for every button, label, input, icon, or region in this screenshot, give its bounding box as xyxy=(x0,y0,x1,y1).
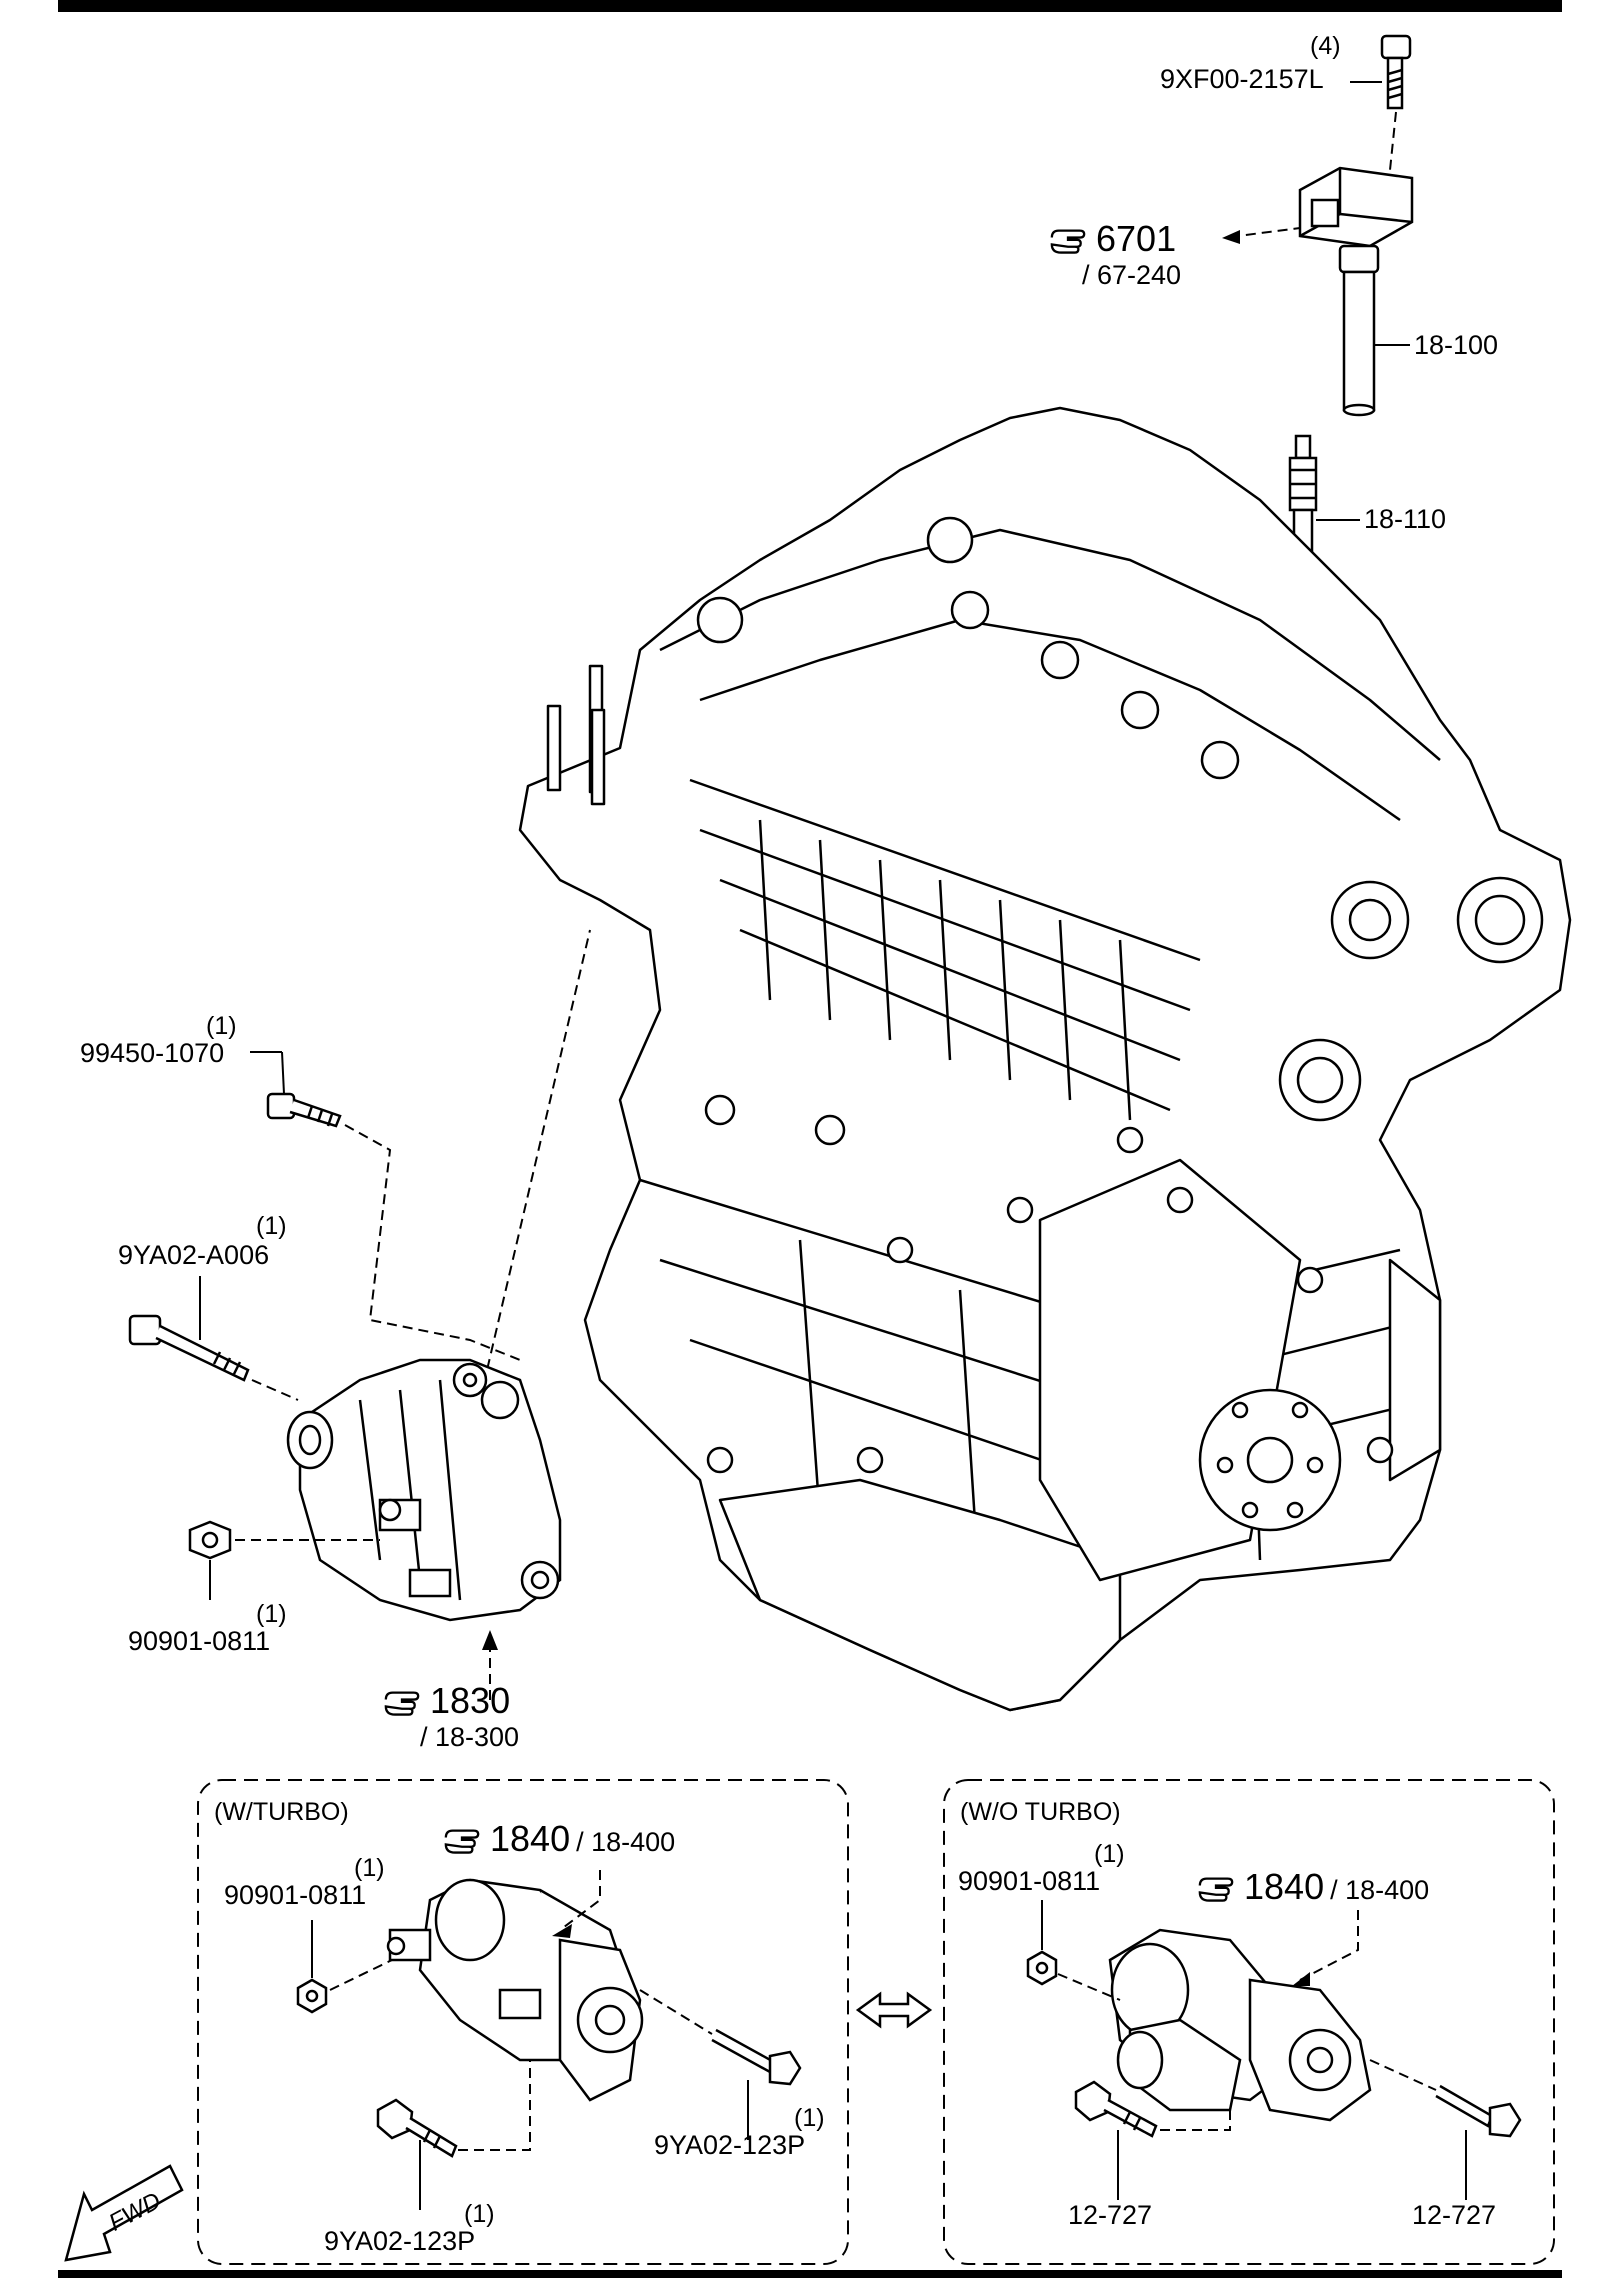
noturbo-box xyxy=(943,1779,1555,2265)
turbo-box-title: (W/TURBO) xyxy=(214,1798,349,1826)
turbo-nut-qty: (1) xyxy=(354,1854,385,1882)
alternator-page[interactable]: / 18-300 xyxy=(420,1722,520,1752)
pointing-hand-icon xyxy=(444,1829,480,1855)
alt-nut-qty: (1) xyxy=(256,1600,287,1628)
turbo-box xyxy=(197,1779,849,2265)
turbo-starter-drawing xyxy=(386,1878,644,2102)
turbo-bolt-right-drawing xyxy=(711,2028,802,2086)
coil-bolt-drawing xyxy=(1380,34,1412,110)
alt-long-bolt-part-number[interactable]: 9YA02-A006 xyxy=(118,1240,270,1270)
turbo-starter-ref[interactable]: 1840/ 18-400 xyxy=(440,1818,675,1860)
noturbo-starter-ref[interactable]: 1840/ 18-400 xyxy=(1194,1866,1429,1908)
alt-nut-drawing xyxy=(188,1520,232,1560)
fwd-arrow-icon xyxy=(64,2164,184,2262)
alternator-drawing xyxy=(286,1358,562,1622)
turbo-bolt-bottom-qty: (1) xyxy=(464,2200,495,2228)
pointing-hand-icon xyxy=(1050,229,1086,255)
pointing-hand-icon xyxy=(384,1691,420,1717)
bottom-border xyxy=(58,2270,1562,2278)
noturbo-nut-qty: (1) xyxy=(1094,1840,1125,1868)
noturbo-bolt-left-part-number[interactable]: 12-727 xyxy=(1068,2200,1153,2230)
top-border xyxy=(58,0,1562,12)
engine-block-drawing xyxy=(518,406,1572,1712)
turbo-bolt-right-part-number[interactable]: 9YA02-123P xyxy=(654,2130,806,2160)
alt-upper-bolt-drawing xyxy=(266,1092,342,1128)
ignition-coil-part-number[interactable]: 18-100 xyxy=(1414,330,1499,360)
noturbo-starter-drawing xyxy=(1108,1928,1372,2122)
coil-connector-ref[interactable]: 6701 xyxy=(1046,218,1176,260)
interchange-double-arrow-icon xyxy=(855,1991,933,2029)
alt-long-bolt-drawing xyxy=(128,1314,250,1382)
noturbo-bolt-right-drawing xyxy=(1435,2084,1522,2138)
turbo-bolt-bottom-drawing xyxy=(376,2098,458,2158)
spark-plug-part-number[interactable]: 18-110 xyxy=(1364,504,1447,534)
pointing-hand-icon xyxy=(1198,1877,1234,1903)
coil-connector-group: 6701 xyxy=(1096,218,1177,259)
coil-connector-page[interactable]: / 67-240 xyxy=(1082,260,1182,290)
turbo-bolt-bottom-part-number[interactable]: 9YA02-123P xyxy=(324,2226,476,2256)
turbo-nut-drawing xyxy=(296,1978,328,2014)
turbo-starter-group: 1840 xyxy=(490,1818,571,1859)
ignition-coil-drawing xyxy=(1298,166,1414,417)
noturbo-bolt-left-drawing xyxy=(1074,2080,1158,2138)
noturbo-bolt-right-part-number[interactable]: 12-727 xyxy=(1412,2200,1497,2230)
turbo-bolt-right-qty: (1) xyxy=(794,2104,825,2132)
noturbo-box-title: (W/O TURBO) xyxy=(960,1798,1121,1826)
noturbo-nut-part-number[interactable]: 90901-0811 xyxy=(958,1866,1101,1896)
alt-long-bolt-qty: (1) xyxy=(256,1212,287,1240)
turbo-nut-part-number[interactable]: 90901-0811 xyxy=(224,1880,367,1910)
coil-bolt-part-number[interactable]: 9XF00-2157L xyxy=(1160,64,1324,94)
alt-nut-part-number[interactable]: 90901-0811 xyxy=(128,1626,271,1656)
alt-upper-bolt-qty: (1) xyxy=(206,1012,237,1040)
alternator-group: 1830 xyxy=(430,1680,511,1721)
turbo-starter-page: / 18-400 xyxy=(576,1827,676,1857)
noturbo-nut-drawing xyxy=(1026,1950,1058,1986)
noturbo-starter-page: / 18-400 xyxy=(1330,1875,1430,1905)
noturbo-starter-group: 1840 xyxy=(1244,1866,1325,1907)
alt-upper-bolt-part-number[interactable]: 99450-1070 xyxy=(80,1038,225,1068)
coil-bolt-qty: (4) xyxy=(1310,32,1341,60)
alternator-ref[interactable]: 1830 xyxy=(380,1680,510,1722)
